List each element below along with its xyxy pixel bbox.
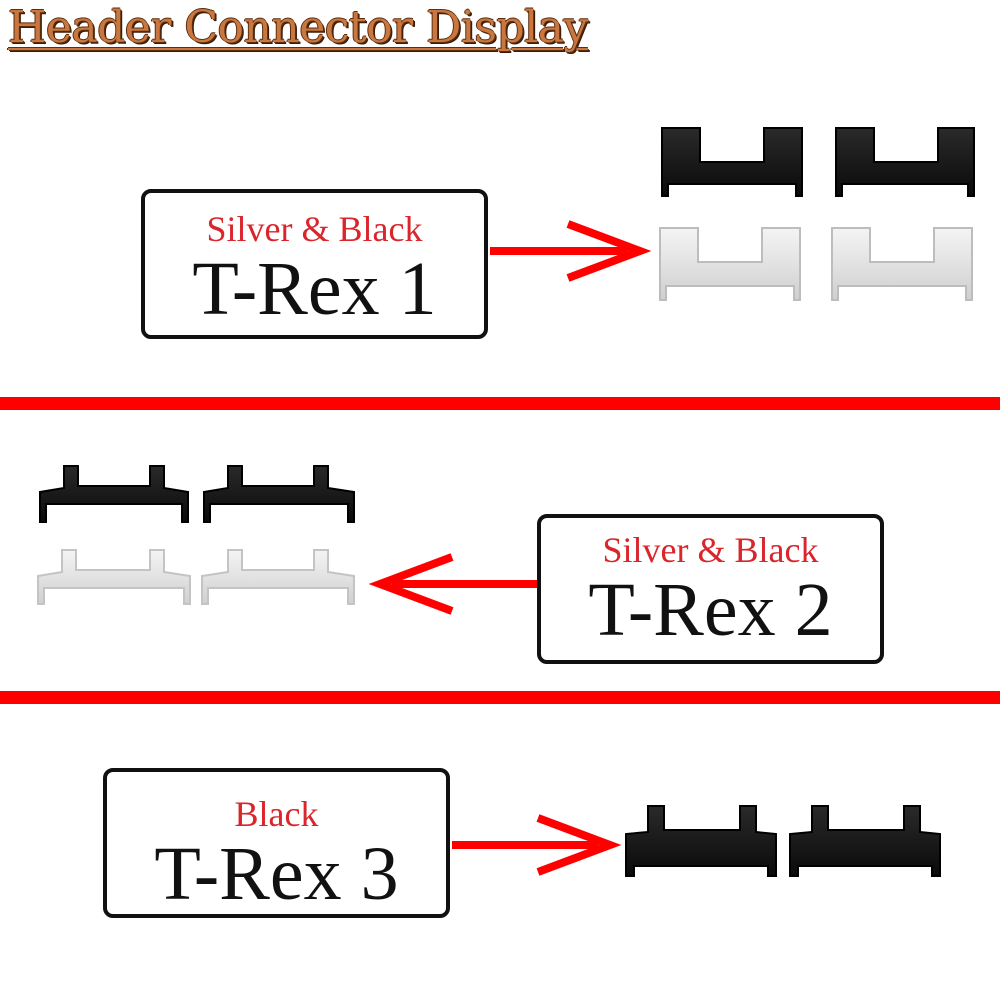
model-name: T-Rex 3 [154,832,399,916]
black-connector-icon [789,805,941,877]
black-connector-icon [203,465,355,523]
model-label-box: Black T-Rex 3 [103,768,450,918]
black-connector-icon [39,465,189,523]
section-divider [0,397,1000,410]
page-title: Header Connector Display [8,2,588,53]
black-connector-icon [661,127,803,197]
variant-label: Silver & Black [602,530,819,570]
right-arrow-icon [452,814,622,876]
right-arrow-icon [490,220,652,282]
silver-connector-icon [201,549,355,605]
left-arrow-icon [368,553,537,615]
variant-label: Black [234,794,319,834]
model-label-box: Silver & Black T-Rex 1 [141,189,488,339]
black-connector-icon [625,805,777,877]
section-divider [0,691,1000,704]
model-name: T-Rex 2 [588,568,833,652]
silver-connector-icon [37,549,191,605]
model-name: T-Rex 1 [192,247,437,331]
black-connector-icon [835,127,975,197]
silver-connector-icon [659,227,801,301]
variant-label: Silver & Black [206,209,423,249]
model-label-box: Silver & Black T-Rex 2 [537,514,884,664]
silver-connector-icon [831,227,973,301]
